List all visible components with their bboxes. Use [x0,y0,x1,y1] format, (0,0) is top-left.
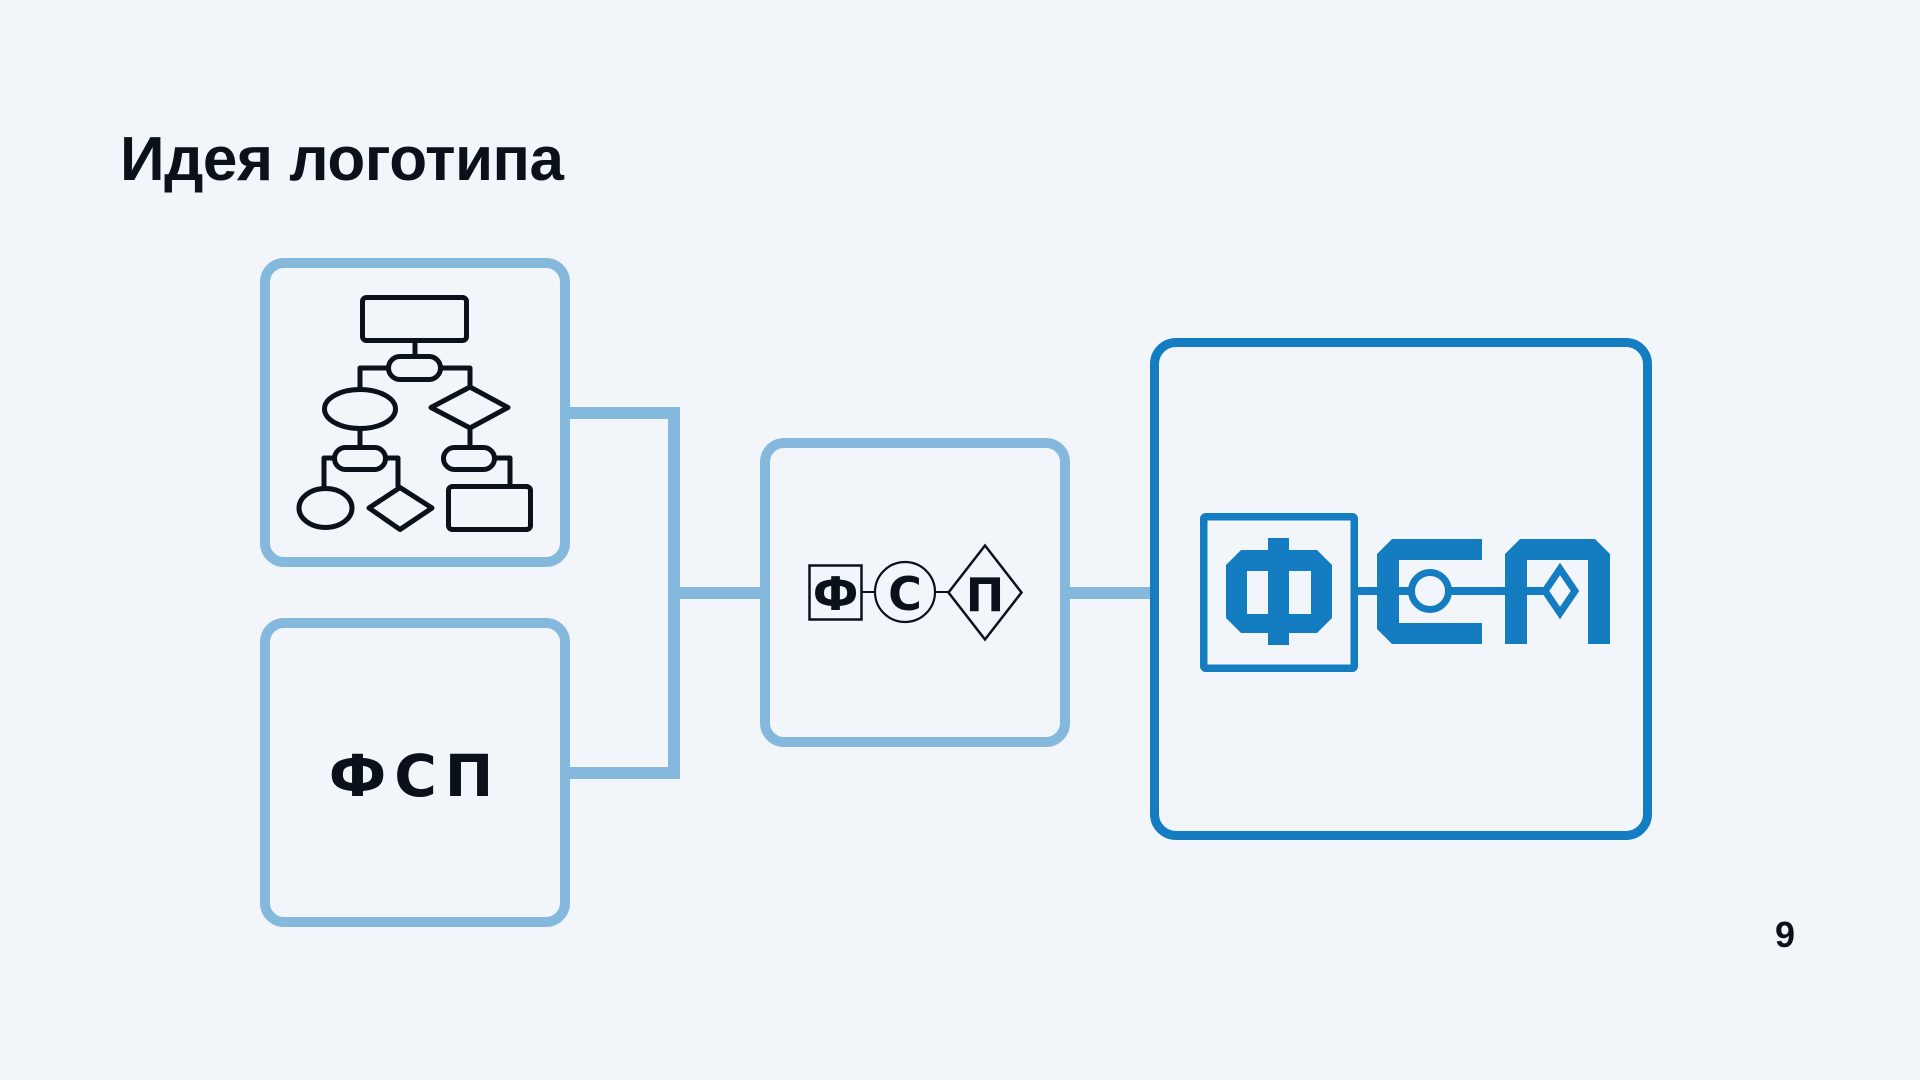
flowchart-ellipse [296,486,355,530]
connector-merge-to-combined [668,587,765,599]
combined-logo-letter-p: П [966,568,1005,622]
connector-flowchart-out [565,407,680,419]
final-logo-letter-s [1377,539,1482,644]
combined-logo-letter-f: Ф [813,567,859,621]
final-logo [1200,513,1610,672]
connector-combined-to-final [1065,587,1155,599]
flowchart-link [321,455,335,488]
flowchart-icon [296,295,533,532]
final-logo-square [1200,513,1358,672]
flowchart-decision [366,485,435,532]
connectors [565,407,1155,779]
page-number: 9 [1775,914,1796,955]
combined-logo-square [808,564,863,621]
connector-text-out [565,767,680,779]
slide-title: Идея логотипа [120,125,564,194]
text-idea-box: ФСП [260,618,570,927]
flowchart-link [357,365,389,389]
flowchart-link [385,455,401,487]
combined-logo-circle [873,560,937,624]
combined-logo-diamond [946,543,1024,642]
final-logo-letter-f-stem [1268,538,1289,645]
flowchart-link [494,455,513,486]
flowchart-link [440,365,473,387]
abbreviation-text: ФСП [328,742,502,810]
flowchart-idea-box [260,258,570,567]
final-logo-diamond [1540,562,1580,620]
flowchart-process-bottom [446,484,533,532]
combined-idea-box [760,438,1070,747]
final-logo-circle [1408,569,1452,613]
combined-logo-letter-s: С [888,567,922,621]
combined-logo: Ф С П [808,543,1024,642]
final-logo-box [1150,338,1652,840]
final-logo-letter-p [1505,539,1610,644]
